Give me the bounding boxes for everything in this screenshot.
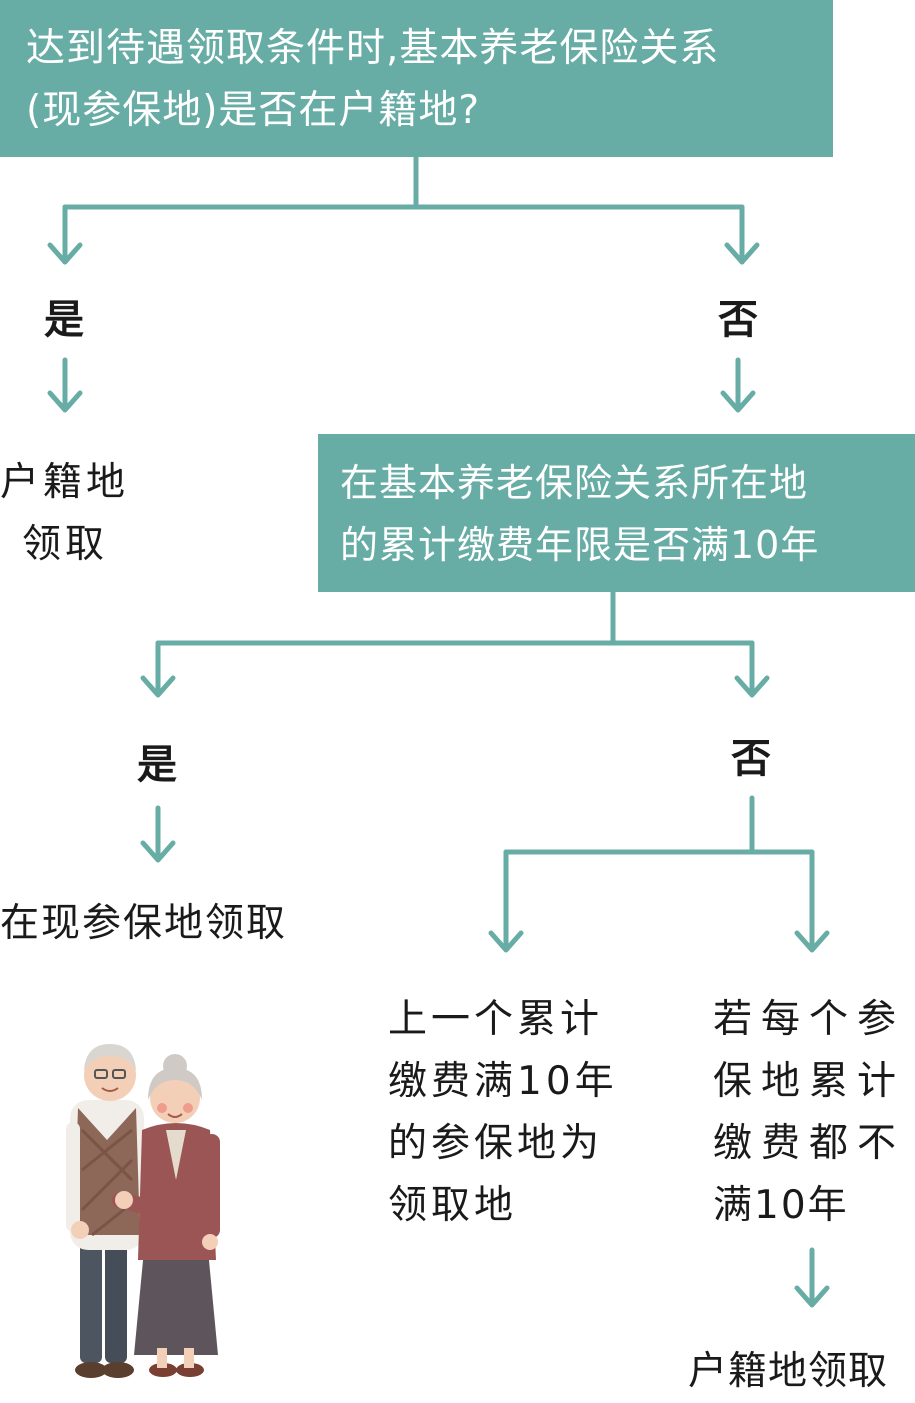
question2-line-2: 的累计缴费年限是否满10年: [340, 523, 820, 567]
elderly-couple-icon: [66, 1044, 220, 1378]
q2-no-label: 否: [731, 736, 771, 782]
q2-yes-label: 是: [137, 742, 177, 788]
question1-line-2: (现参保地)是否在户籍地?: [26, 88, 481, 133]
q2-no-right-arrow: [794, 849, 830, 953]
q1-yes-result-arrow: [47, 357, 83, 413]
q2-no-split: [503, 795, 815, 855]
question1-line-1: 达到待遇领取条件时,基本养老保险关系: [26, 26, 720, 71]
q2-yes-result: 在现参保地领取: [0, 901, 288, 946]
question-box-contribution-years: 在基本养老保险关系所在地 的累计缴费年限是否满10年: [318, 434, 915, 592]
question2-line-1: 在基本养老保险关系所在地: [340, 461, 809, 505]
right-branch-line-4: 满10年: [713, 1183, 849, 1228]
q1-no-label: 否: [718, 297, 758, 343]
right-branch-line-2: 保地累计: [713, 1059, 906, 1104]
left-branch-line-4: 领取地: [388, 1183, 518, 1228]
q1-yes-result-line-1: 户籍地: [0, 460, 130, 505]
q1-yes-label: 是: [44, 297, 84, 343]
left-branch-line-2: 缴费满10年: [388, 1059, 618, 1104]
right-branch-line-1: 若每个参: [713, 997, 906, 1042]
q1-yes-arrowhead: [47, 242, 83, 265]
final-result: 户籍地领取: [688, 1349, 889, 1394]
q1-yes-result-line-2: 领取: [22, 522, 109, 567]
q2-stem: [155, 589, 755, 646]
question-box-residence: 达到待遇领取条件时,基本养老保险关系 (现参保地)是否在户籍地?: [0, 0, 833, 157]
left-branch-line-3: 的参保地为: [388, 1121, 604, 1166]
left-branch-line-1: 上一个累计: [388, 997, 604, 1042]
q2-yes-line: [140, 640, 176, 698]
right-branch-line-3: 缴费都不: [713, 1121, 906, 1166]
q2-no-left-branch: 上一个累计 缴费满10年 的参保地为 领取地: [388, 989, 618, 1237]
q2-yes-result-arrow: [140, 805, 176, 863]
q1-stem: [62, 154, 745, 210]
final-arrow: [794, 1247, 830, 1308]
q1-no-to-q2-arrow: [720, 357, 756, 413]
q1-yes-result: 户籍地 领取: [0, 452, 129, 576]
q1-no-arrowhead: [724, 242, 760, 265]
q2-no-right-branch: 若每个参 保地累计 缴费都不 满10年: [713, 989, 905, 1237]
q2-no-line: [734, 640, 770, 698]
q2-no-left-arrow: [488, 849, 524, 953]
